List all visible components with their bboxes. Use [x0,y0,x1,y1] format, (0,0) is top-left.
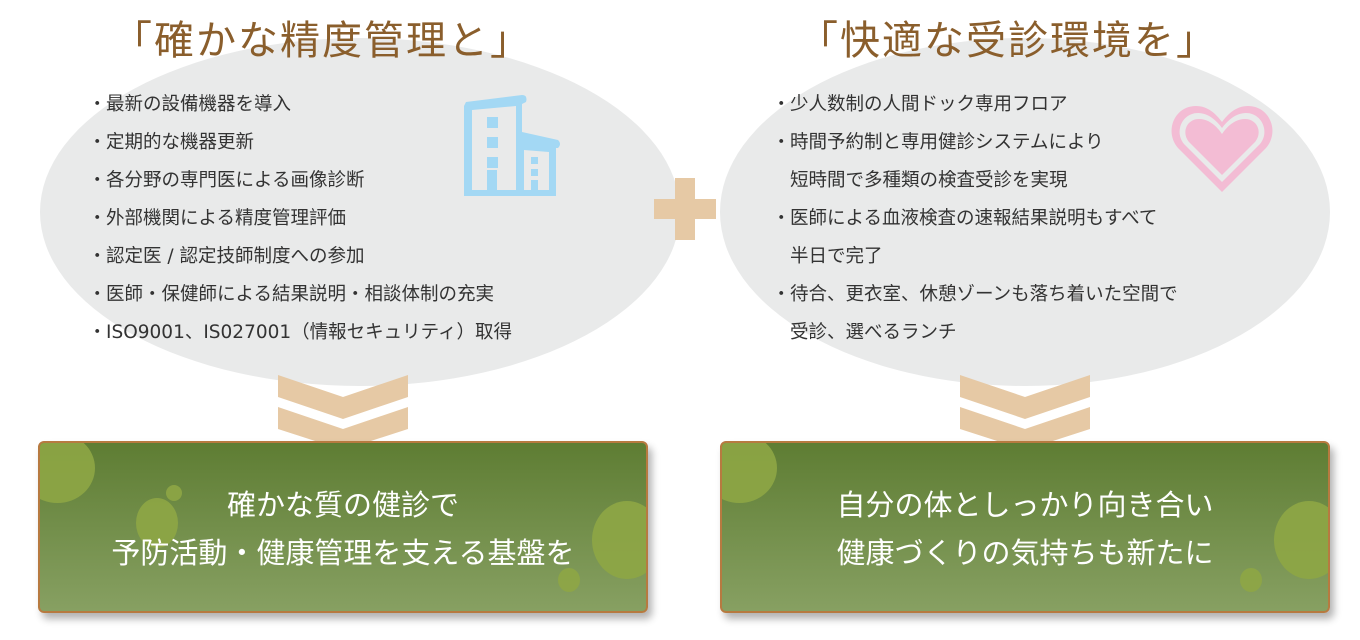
decor-bubble [558,568,580,592]
list-item: ・各分野の専門医による画像診断 [88,170,365,191]
plus-icon [654,178,716,240]
decor-bubble [1240,568,1262,592]
left-feature-list: ・最新の設備機器を導入 ・定期的な機器更新 ・各分野の専門医による画像診断 ・外… [88,86,512,352]
right-ellipse-background [720,38,1330,386]
list-item: ・時間予約制と専用健診システムにより [772,132,1104,153]
list-item: ・ISO9001、IS027001（情報セキュリティ）取得 [88,322,513,343]
decor-bubble [592,501,646,579]
list-item: ・医師による血液検査の速報結果説明もすべて [772,208,1158,229]
heart-icon [1171,106,1273,192]
list-item: ・外部機関による精度管理評価 [88,208,346,229]
building-icon [464,95,560,196]
list-item: ・認定医 / 認定技師制度への参加 [88,246,365,267]
list-item: ・待合、更衣室、休憩ゾーンも落ち着いた空間で [772,284,1178,305]
decor-bubble [166,485,182,501]
left-title: 「確かな精度管理と」 [112,18,532,64]
right-title: 「快適な受診環境を」 [798,18,1218,64]
list-item-continuation: 受診、選べるランチ [790,322,957,343]
decor-bubble [136,498,178,548]
list-item-continuation: 短時間で多種類の検査受診を実現 [790,170,1068,191]
list-item: ・少人数制の人間ドック専用フロア [772,94,1068,115]
right-result-text: 自分の体としっかり向き合い 健康づくりの気持ちも新たに [836,488,1214,570]
list-item: ・定期的な機器更新 [88,132,255,153]
list-item-continuation: 半日で完了 [790,246,883,267]
left-result-text: 確かな質の健診で 予防活動・健康管理を支える基盤を [111,488,575,570]
list-item: ・医師・保健師による結果説明・相談体制の充実 [88,284,494,305]
list-item: ・最新の設備機器を導入 [88,94,292,115]
left-ellipse-background [40,38,680,386]
right-feature-list: ・少人数制の人間ドック専用フロア ・時間予約制と専用健診システムにより 短時間で… [772,86,1178,352]
right-chevron-down-icon [960,375,1090,450]
right-result-box: 自分の体としっかり向き合い 健康づくりの気持ちも新たに [720,441,1330,613]
left-result-box: 確かな質の健診で 予防活動・健康管理を支える基盤を [38,441,648,613]
decor-bubble [1274,501,1328,579]
left-chevron-down-icon [278,375,408,450]
